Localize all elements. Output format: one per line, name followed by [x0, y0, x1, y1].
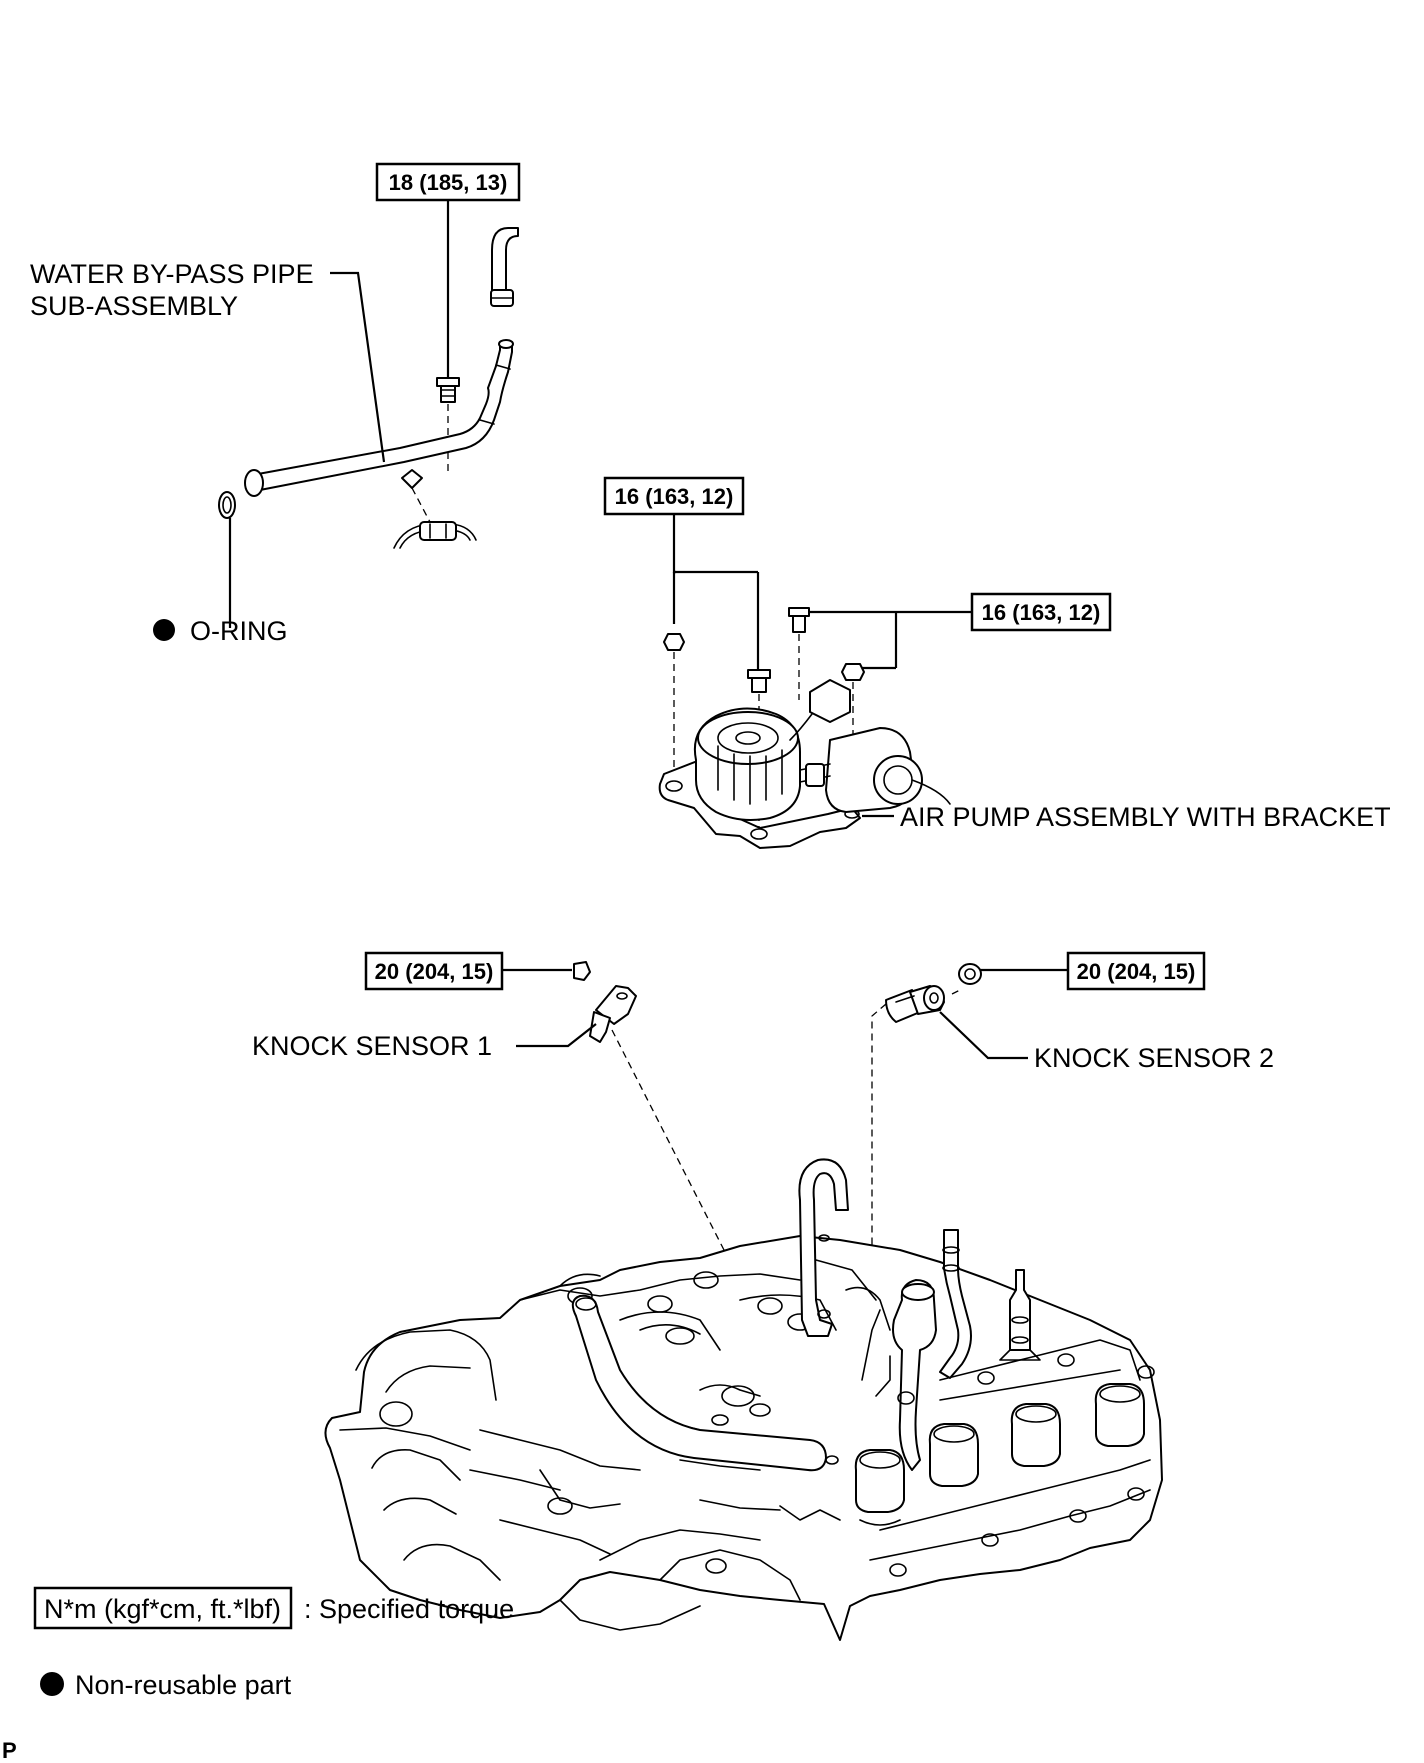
- air-pump-assembly: [658, 679, 951, 849]
- label-water-pipe-line1: WATER BY-PASS PIPE: [30, 259, 314, 289]
- torque-label-air-pump-right: 16 (163, 12): [982, 600, 1101, 625]
- knock-sensor-1: [589, 985, 637, 1043]
- torque-box-water-pipe: 18 (185, 13): [375, 162, 521, 202]
- corner-mark: P: [2, 1738, 17, 1763]
- engine-block: [324, 1158, 1163, 1641]
- water-pipe-bolt: [436, 377, 460, 403]
- torque-label-knock-sensor-1: 20 (204, 15): [375, 959, 494, 984]
- torque-label-air-pump-left: 16 (163, 12): [615, 484, 734, 509]
- torque-box-air-pump-right: 16 (163, 12): [970, 592, 1112, 632]
- label-knock-sensor-1: KNOCK SENSOR 1: [252, 1031, 492, 1061]
- torque-label-knock-sensor-2: 20 (204, 15): [1077, 959, 1196, 984]
- torque-box-knock-sensor-1: 20 (204, 15): [364, 951, 504, 991]
- torque-label-water-pipe: 18 (185, 13): [389, 170, 508, 195]
- knock-sensor-2: [885, 985, 945, 1023]
- hose-piece: [490, 227, 519, 307]
- ignition-coils: [854, 1383, 1145, 1526]
- non-reusable-dot-o-ring: [153, 619, 175, 641]
- knock-sensor-2-nut: [958, 963, 982, 985]
- pipe-bracket: [393, 521, 477, 549]
- legend: N*m (kgf*cm, ft.*lbf) : Specified torque…: [33, 1586, 514, 1700]
- label-air-pump: AIR PUMP ASSEMBLY WITH BRACKET: [900, 802, 1391, 832]
- water-bypass-pipe-group: 18 (185, 13): [30, 162, 521, 646]
- o-ring: [218, 491, 236, 519]
- legend-torque-unit: N*m (kgf*cm, ft.*lbf): [44, 1594, 281, 1624]
- legend-non-reusable-dot: [40, 1672, 64, 1696]
- knock-sensor-1-nut: [573, 961, 591, 981]
- air-pump-group: 16 (163, 12) 16 (163, 12): [603, 476, 1391, 849]
- air-pump-fasteners: [663, 607, 865, 693]
- label-knock-sensor-2: KNOCK SENSOR 2: [1034, 1043, 1274, 1073]
- knock-sensor-group: 20 (204, 15) KNOCK SENSOR 1 20 (204, 15): [252, 951, 1274, 1471]
- torque-box-air-pump-left: 16 (163, 12): [603, 476, 745, 516]
- legend-torque-text: : Specified torque: [304, 1594, 514, 1624]
- torque-box-knock-sensor-2: 20 (204, 15): [1066, 951, 1206, 991]
- label-o-ring: O-RING: [190, 616, 288, 646]
- label-water-pipe-line2: SUB-ASSEMBLY: [30, 291, 238, 321]
- legend-non-reusable-text: Non-reusable part: [75, 1670, 292, 1700]
- water-bypass-pipe: [244, 339, 514, 523]
